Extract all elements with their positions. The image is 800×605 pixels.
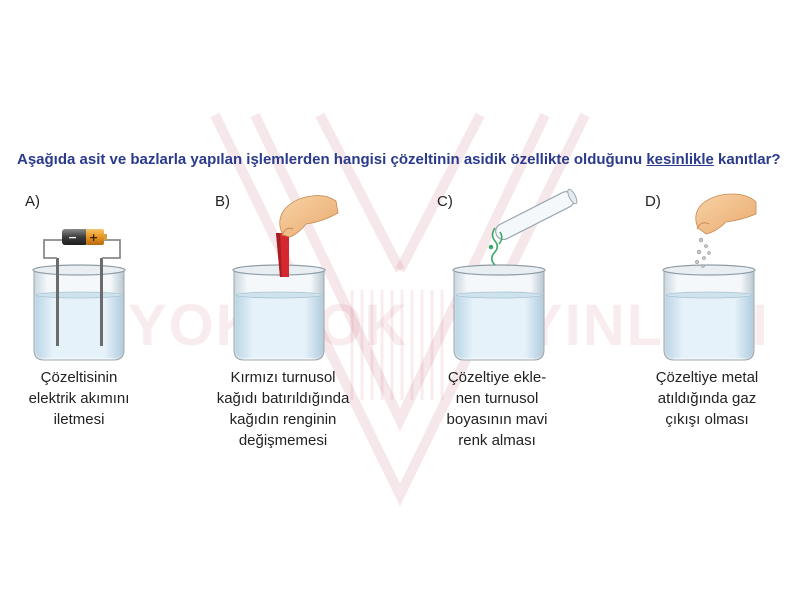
option-b-letter[interactable]: B) — [215, 193, 230, 210]
metal-pieces-icon — [695, 237, 711, 268]
test-tube-icon — [495, 188, 578, 241]
battery-minus-label: − — [68, 231, 77, 244]
question-emphasis: kesinlikle — [646, 151, 714, 168]
option-a-caption: Çözeltisinin elektrik akımını iletmesi — [28, 369, 130, 428]
beaker-c — [452, 264, 546, 361]
electrodes-icon — [43, 239, 121, 346]
beaker-a — [32, 264, 126, 361]
battery-icon: − + — [62, 229, 107, 245]
option-c-letter[interactable]: C) — [437, 193, 453, 210]
red-litmus-paper-icon — [276, 233, 289, 277]
battery-plus-label: + — [89, 231, 98, 244]
hand-d-icon — [695, 193, 757, 235]
hand-b-icon — [279, 195, 339, 238]
option-b-caption: Kırmızı turnusol kağıdı batırıldığında k… — [216, 369, 350, 449]
question-text: Aşağıda asit ve bazlarla yapılan işlemle… — [17, 151, 787, 168]
question-text-after: kanıtlar? — [713, 151, 781, 168]
option-d-letter[interactable]: D) — [645, 193, 661, 210]
beaker-d — [662, 264, 756, 361]
option-a-letter[interactable]: A) — [25, 193, 40, 210]
litmus-drops-icon — [488, 227, 503, 266]
option-d-caption: Çözeltiye metal atıldığında gaz çıkışı o… — [655, 369, 759, 428]
option-c-caption: Çözeltiye ekle- nen turnusol boyasının m… — [446, 369, 548, 449]
question-text-before: Aşağıda asit ve bazlarla yapılan işlemle… — [17, 151, 647, 168]
beaker-b — [232, 264, 326, 361]
